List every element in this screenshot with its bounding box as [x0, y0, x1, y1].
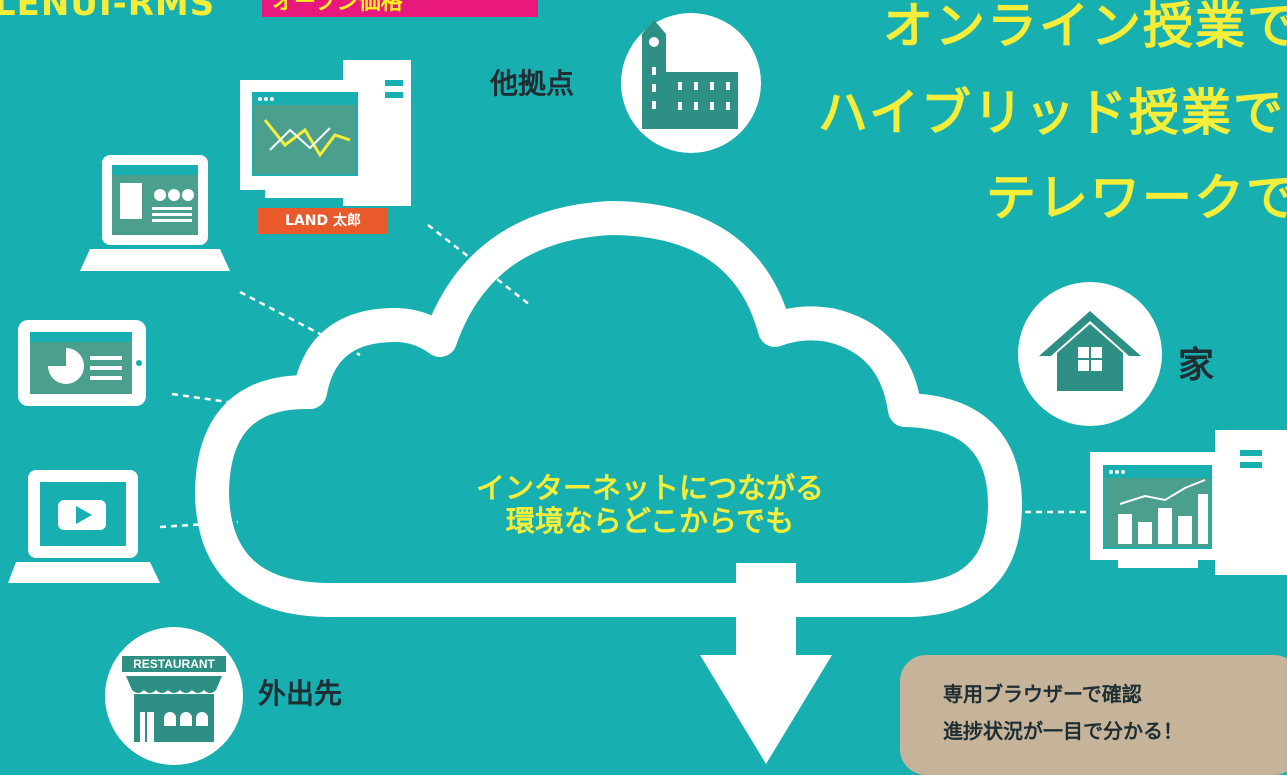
headline-line-1: オンライン授業で [883, 0, 1287, 55]
cloud-subtitle-line-2: 環境ならどこからでも [505, 504, 795, 538]
restaurant-icon: RESTAURANT [105, 627, 243, 765]
video-laptop-icon [8, 470, 160, 583]
tablet-icon [18, 320, 146, 406]
home-icon [1018, 282, 1162, 426]
price-badge: オープン価格 [262, 0, 538, 17]
laptop-icon [80, 155, 230, 271]
restaurant-sign: RESTAURANT [133, 657, 215, 671]
callout-line-1: 専用ブラウザーで確認 [943, 682, 1142, 706]
cloud-subtitle-line-1: インターネットにつながる [475, 471, 824, 505]
desktop-computer-icon [240, 60, 411, 206]
headline-line-2: ハイブリッド授業で [818, 84, 1285, 142]
play-icon [76, 506, 92, 524]
cloud-subtitle: インターネットにつながる 環境ならどこからでも [400, 472, 900, 538]
callout-box [900, 655, 1287, 775]
headline-line-3: テレワークで [986, 169, 1287, 227]
cloud-title: Cloud [480, 350, 800, 467]
branch-office-icon [621, 13, 761, 153]
download-arrow-icon [700, 563, 832, 764]
outside-label: 外出先 [258, 677, 343, 710]
chart-desktop-icon [1090, 430, 1287, 575]
connector-video-laptop [159, 520, 239, 529]
brand-name: LENUI-RMS [0, 0, 216, 24]
user-name-tag: LAND 太郎 [258, 208, 388, 234]
callout-line-2: 進捗状況が一目で分かる！ [943, 719, 1183, 743]
home-label: 家 [1178, 345, 1215, 386]
callout-text: 専用ブラウザーで確認 進捗状況が一目で分かる！ [943, 676, 1183, 750]
branch-label: 他拠点 [490, 67, 575, 100]
